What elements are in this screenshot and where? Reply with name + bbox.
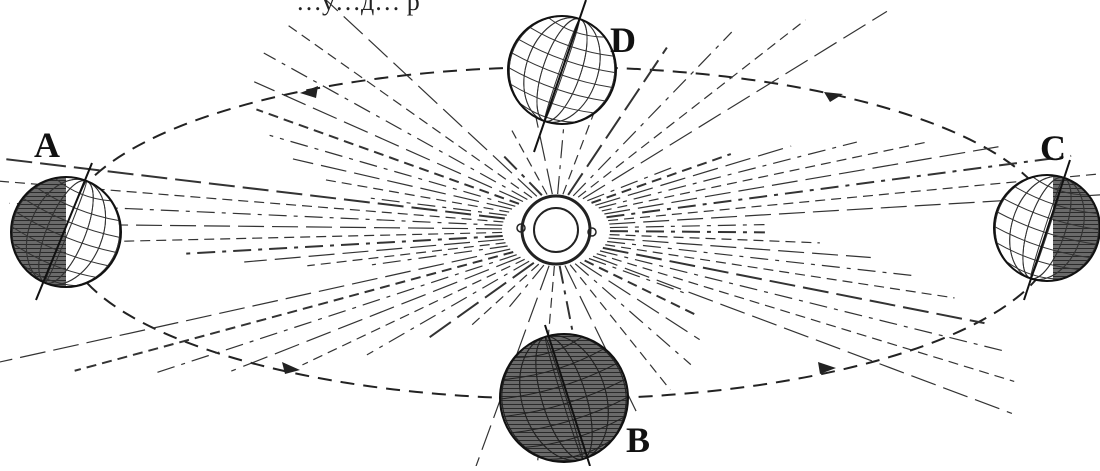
sun-icon [516, 194, 597, 266]
parallel-line [545, 438, 614, 460]
sun-ray [605, 244, 955, 299]
parallel-line [22, 197, 121, 239]
parallel-line [34, 186, 120, 222]
sun-ray [0, 248, 511, 363]
sun-ray [582, 10, 888, 200]
sun-ray [572, 31, 733, 197]
sun-ray [602, 246, 985, 325]
sun-ray [601, 141, 927, 212]
sun-ray [307, 242, 506, 267]
sun-ray [366, 260, 530, 356]
sun-ray [598, 141, 857, 209]
sun-ray [154, 254, 517, 374]
parallel-line [510, 396, 628, 434]
parallel-line [20, 262, 78, 287]
cropped-caption-fragment: …у…д… р [296, 0, 420, 16]
sun-ray [579, 261, 700, 341]
sun-ray [422, 262, 535, 343]
parallel-line [54, 177, 112, 202]
earth-globe-d [507, 0, 617, 153]
parallel-line [11, 225, 110, 267]
sun-ray [0, 157, 505, 220]
sun-ray [591, 153, 732, 204]
sun-ray [595, 145, 792, 206]
sun-ray [606, 154, 1072, 219]
sun-ray [596, 253, 1015, 383]
sun-ray [292, 158, 513, 210]
sun-ray [325, 0, 538, 197]
position-label-b: B [626, 420, 650, 460]
parallel-line [500, 362, 618, 400]
sun-ray [533, 107, 553, 195]
sun-ray [587, 164, 678, 202]
position-label-d: D [610, 20, 636, 60]
position-label-a: A [34, 125, 60, 165]
sun-ray [368, 245, 508, 266]
sun-ray [608, 237, 871, 259]
parallel-line [502, 378, 626, 418]
sun-ray [577, 19, 806, 198]
sun-ray [609, 224, 765, 229]
sun-ray [607, 240, 917, 277]
arrow-icon-bottom-right [818, 362, 836, 374]
parallel-line [523, 416, 626, 449]
sun-ray [253, 81, 524, 203]
sun-ray [609, 234, 820, 244]
sun-ray [181, 234, 503, 255]
orbit-arrows [282, 86, 843, 374]
sun-ray [285, 23, 533, 199]
arrow-icon-top-left [300, 86, 318, 98]
sun-ray [500, 152, 543, 196]
parallel-line [514, 336, 583, 358]
sun-ray [584, 259, 698, 317]
sun-ray [62, 223, 503, 230]
arrow-icon-top-right [824, 92, 843, 102]
earth-globe-a [10, 162, 122, 301]
sun-ray [231, 256, 521, 372]
sun-ray [74, 251, 514, 372]
position-label-c: C [1040, 128, 1066, 168]
sun-ray [599, 250, 1005, 352]
sun-ray [256, 108, 520, 205]
sun-ray [569, 264, 671, 391]
sun-ray [511, 130, 548, 195]
parallel-line [11, 242, 98, 278]
sun-ray [470, 263, 540, 326]
sun-ray [508, 264, 545, 308]
sun-ray [120, 231, 503, 242]
arrow-icon-bottom-left [282, 362, 300, 374]
parallel-line [14, 210, 118, 254]
sun-ray [269, 134, 516, 207]
parallel-line [502, 348, 605, 381]
sun-ray [365, 196, 507, 216]
earth-globe-b [499, 324, 629, 467]
sun-ray [302, 258, 525, 366]
sun-ray [609, 230, 765, 234]
sun-ray [592, 255, 1013, 415]
sun-ray [608, 173, 1100, 222]
sun-ray [574, 263, 692, 366]
sun-ray [588, 257, 684, 294]
sun-ray [244, 238, 504, 263]
sun-ray [567, 47, 668, 196]
sun-ray [263, 52, 528, 201]
earth-globe-c [993, 159, 1100, 301]
